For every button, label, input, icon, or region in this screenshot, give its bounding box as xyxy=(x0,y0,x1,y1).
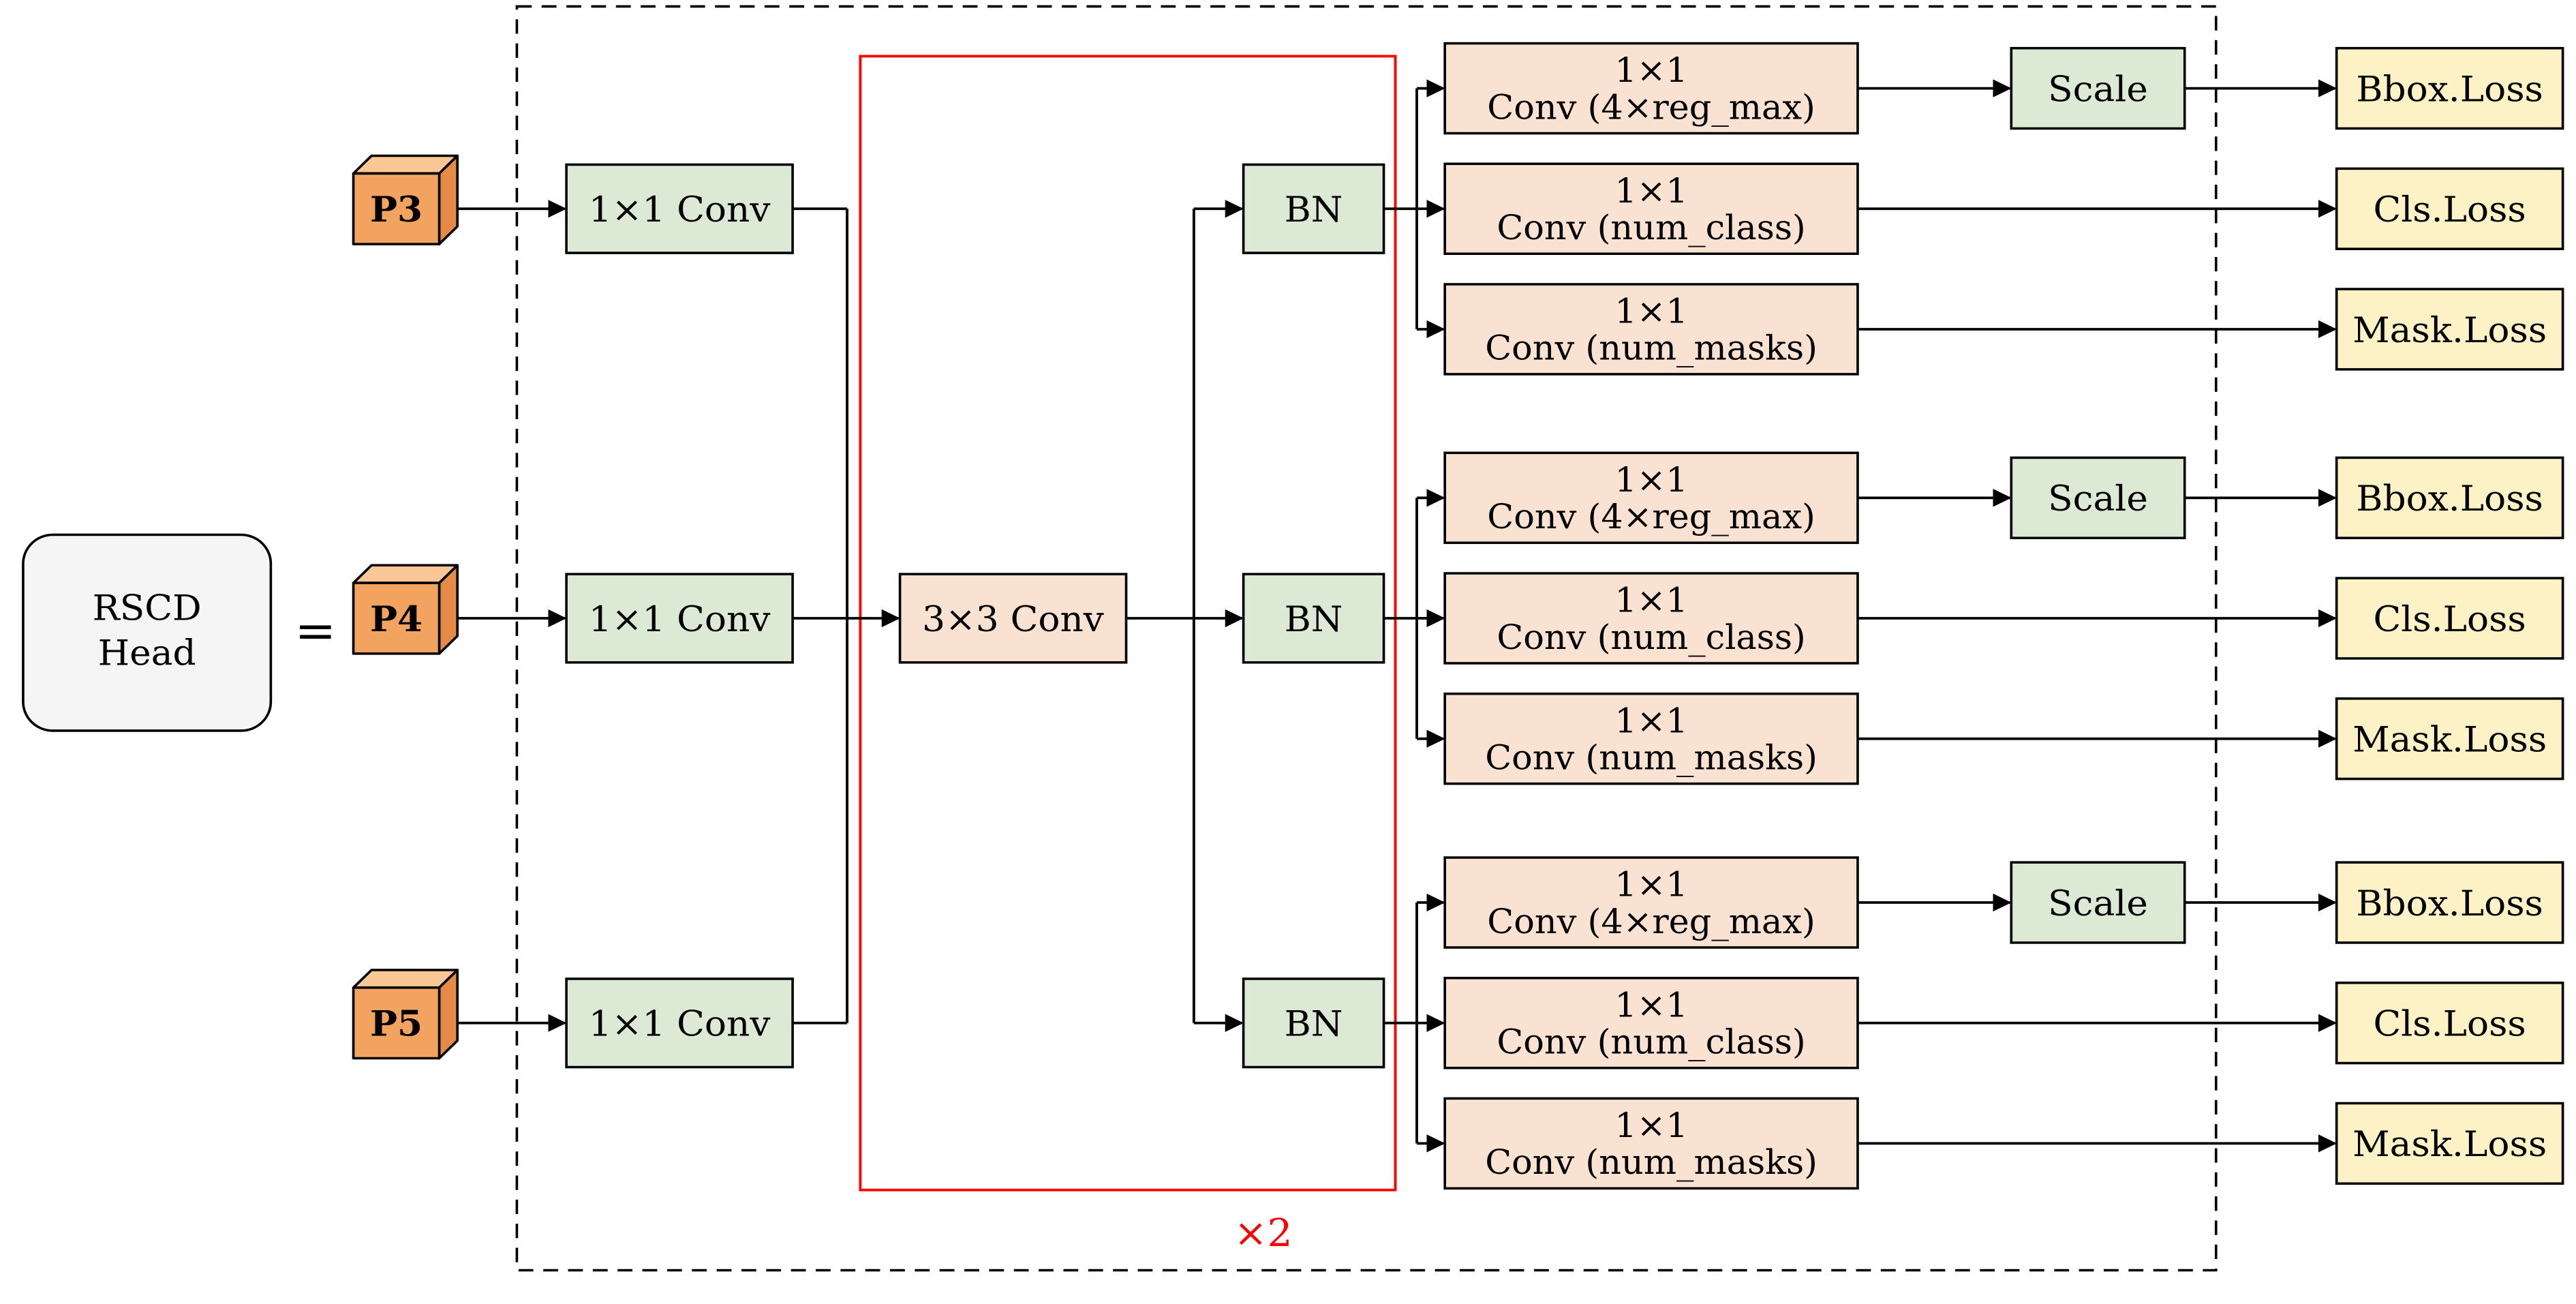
reg-conv-label-line1: 1×1 xyxy=(1614,460,1687,500)
bn-label: BN xyxy=(1285,189,1343,230)
cls-loss-box xyxy=(2335,577,2564,660)
equals-sign: = xyxy=(294,602,336,658)
mask-loss-box xyxy=(2335,288,2564,371)
cls-loss-label: Cls.Loss xyxy=(2373,599,2526,640)
cls-loss-label: Cls.Loss xyxy=(2373,189,2526,230)
cls-conv-label-line2: Conv (num_class) xyxy=(1497,617,1805,656)
p5-label: P5 xyxy=(370,1003,423,1044)
input-row-p4: P4 1×1 Conv xyxy=(352,564,794,664)
reg-conv-box xyxy=(1443,451,1859,545)
mask-loss-box xyxy=(2335,697,2564,780)
cls-conv-label-line1: 1×1 xyxy=(1614,985,1687,1025)
mask-conv-label-line2: Conv (num_masks) xyxy=(1485,1142,1818,1182)
bn-box xyxy=(1242,163,1385,254)
rscd-head-box xyxy=(22,533,273,732)
mask-conv-box xyxy=(1443,283,1859,376)
reg-conv-label-line1: 1×1 xyxy=(1614,864,1687,904)
bbox-loss-label: Bbox.Loss xyxy=(2356,479,2543,519)
p4-cube-front-face xyxy=(352,581,441,655)
cls-loss-box xyxy=(2335,982,2564,1065)
p3-cube-front-face xyxy=(352,172,441,245)
mask-loss-label: Mask.Loss xyxy=(2352,719,2547,760)
mask-conv-label-line1: 1×1 xyxy=(1614,1106,1687,1145)
mask-loss-label: Mask.Loss xyxy=(2352,1124,2547,1165)
bbox-loss-label: Bbox.Loss xyxy=(2356,69,2543,110)
reg-conv-label-line1: 1×1 xyxy=(1614,50,1687,90)
input-row-p3: P3 1×1 Conv xyxy=(352,154,794,254)
scale-label: Scale xyxy=(2048,883,2148,924)
mask-conv-label-line1: 1×1 xyxy=(1614,701,1687,740)
reg-conv-box xyxy=(1443,856,1859,949)
rscd-head-label-line2: Head xyxy=(98,633,196,673)
conv1x1-label: 1×1 Conv xyxy=(589,189,771,230)
cls-loss-label: Cls.Loss xyxy=(2373,1003,2526,1044)
p4-label: P4 xyxy=(370,599,423,640)
bn-label: BN xyxy=(1285,599,1343,640)
conv3x3-label: 3×3 Conv xyxy=(922,599,1104,640)
scale-label: Scale xyxy=(2048,479,2148,519)
bbox-loss-box xyxy=(2335,46,2564,130)
input-row-p5: P5 1×1 Conv xyxy=(352,969,794,1069)
scale-box xyxy=(2010,456,2186,539)
repeat-block-border xyxy=(859,55,1397,1192)
mask-conv-label-line2: Conv (num_masks) xyxy=(1485,328,1818,367)
conv1x1-box xyxy=(565,573,794,664)
reg-conv-label-line2: Conv (4×reg_max) xyxy=(1487,901,1815,941)
mask-conv-box xyxy=(1443,692,1859,785)
scale-box xyxy=(2010,861,2186,944)
module-dashed-border xyxy=(515,5,2218,1272)
bn-label: BN xyxy=(1285,1003,1343,1044)
scale-box xyxy=(2010,46,2186,130)
rscd-head-label-line1: RSCD xyxy=(93,588,202,628)
head-definition: RSCD Head = xyxy=(22,533,336,732)
reg-conv-label-line2: Conv (4×reg_max) xyxy=(1487,87,1815,127)
bbox-loss-label: Bbox.Loss xyxy=(2356,883,2543,924)
bbox-loss-box xyxy=(2335,456,2564,539)
cls-conv-box xyxy=(1443,976,1859,1070)
branch-group-3: BN 1×1 Conv (4×reg_max) 1×1 Conv (num_cl… xyxy=(1242,856,2564,1190)
cls-conv-label-line1: 1×1 xyxy=(1614,171,1687,211)
mask-conv-label-line2: Conv (num_masks) xyxy=(1485,738,1818,777)
repeat-count-label: ×2 xyxy=(1234,1211,1293,1256)
reg-conv-box xyxy=(1443,42,1859,135)
branch-group-2: BN 1×1 Conv (4×reg_max) 1×1 Conv (num_cl… xyxy=(1242,451,2564,785)
reg-conv-label-line2: Conv (4×reg_max) xyxy=(1487,497,1815,536)
conv1x1-box xyxy=(565,977,794,1069)
cls-conv-label-line2: Conv (num_class) xyxy=(1497,208,1805,247)
conv1x1-box xyxy=(565,163,794,254)
mask-loss-label: Mask.Loss xyxy=(2352,309,2547,350)
p3-label: P3 xyxy=(370,189,423,230)
cls-conv-box xyxy=(1443,162,1859,256)
branch-group-1: BN 1×1 Conv (4×reg_max) 1×1 Conv (num_cl… xyxy=(1242,42,2564,376)
mask-conv-box xyxy=(1443,1097,1859,1190)
bbox-loss-box xyxy=(2335,861,2564,944)
p5-cube-front-face xyxy=(352,986,441,1060)
cls-conv-label-line2: Conv (num_class) xyxy=(1497,1022,1805,1061)
cls-loss-box xyxy=(2335,167,2564,250)
merge-wires xyxy=(793,207,900,1025)
scale-label: Scale xyxy=(2048,69,2148,110)
bn-box xyxy=(1242,977,1385,1069)
mask-conv-label-line1: 1×1 xyxy=(1614,291,1687,331)
conv1x1-label: 1×1 Conv xyxy=(589,599,771,640)
conv1x1-label: 1×1 Conv xyxy=(589,1003,771,1044)
distribution-wires xyxy=(1126,200,1244,1032)
mask-loss-box xyxy=(2335,1102,2564,1185)
cls-conv-label-line1: 1×1 xyxy=(1614,580,1687,620)
